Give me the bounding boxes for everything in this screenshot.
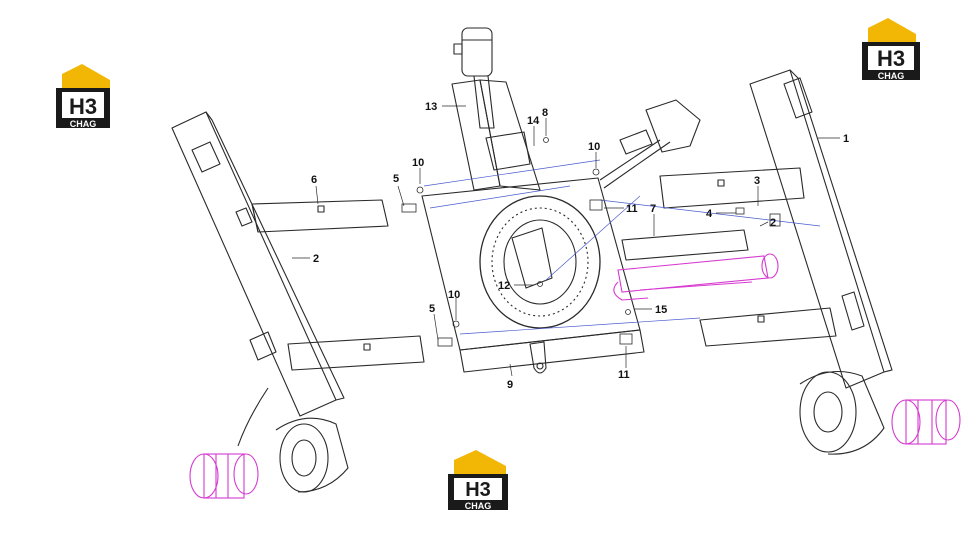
logo-left-caption: CHAG [70,119,97,129]
callout-6: 6 [311,174,319,205]
callout-12: 12 [498,280,534,292]
svg-text:5: 5 [429,303,435,315]
logo-bottom-mark: H3 [465,479,491,501]
svg-text:6: 6 [311,174,317,186]
logo-bottom: H3 CHAG [448,450,508,511]
right-drive-motor [891,399,961,445]
svg-text:10: 10 [412,157,424,169]
tube-part-7 [621,229,749,261]
callout-10-a: 10 [412,157,424,184]
svg-text:12: 12 [498,280,510,292]
svg-text:1: 1 [843,133,849,145]
logo-bottom-caption: CHAG [465,501,492,511]
svg-text:4: 4 [706,208,713,220]
svg-text:11: 11 [618,369,630,381]
callout-10-c: 10 [448,289,460,320]
callout-1: 1 [818,133,849,145]
svg-text:10: 10 [588,141,600,153]
left-wheel-hub [279,423,329,493]
cylinder [461,27,493,77]
callout-7: 7 [650,203,656,236]
callout-8: 8 [542,107,548,136]
callout-5-lower: 5 [429,303,439,341]
svg-text:5: 5 [393,173,399,185]
svg-text:8: 8 [542,107,548,119]
slewing-ring [479,195,601,329]
logo-right-caption: CHAG [878,71,905,81]
callout-2-right: 2 [759,217,776,229]
svg-text:13: 13 [425,101,437,113]
right-side-frame [749,69,885,389]
upper-left-tube [251,199,389,233]
svg-text:2: 2 [313,253,319,265]
svg-text:11: 11 [626,203,638,215]
upper-right-tube [659,167,805,209]
callout-5-upper: 5 [393,173,405,207]
left-drive-motor [189,453,259,499]
lower-left-tube [287,335,425,371]
callout-2-left: 2 [292,253,319,265]
callout-3: 3 [754,175,760,206]
callouts: 1 2 2 3 4 5 5 6 7 8 9 10 10 10 11 11 12 … [292,101,849,391]
frame-line-art [171,27,893,493]
leader-lines [423,159,821,335]
svg-text:10: 10 [448,289,460,301]
callout-13: 13 [425,101,466,113]
callout-9: 9 [507,363,513,391]
logo-left: H3 CHAG [56,64,110,129]
lower-right-tube [699,307,837,347]
svg-text:7: 7 [650,203,656,215]
fasteners [401,137,781,347]
svg-text:9: 9 [507,379,513,391]
logo-left-mark: H3 [69,94,97,119]
svg-text:2: 2 [770,217,776,229]
svg-text:15: 15 [655,304,667,316]
callout-11-upper: 11 [604,203,638,215]
svg-text:14: 14 [527,115,540,127]
left-side-frame [171,111,337,417]
callout-14: 14 [527,115,540,146]
callout-10-b: 10 [588,141,600,168]
right-wheel-hub [799,371,857,453]
callout-15: 15 [634,304,667,316]
hydraulic-parts [189,253,961,499]
logo-right-mark: H3 [877,46,905,71]
svg-text:3: 3 [754,175,760,187]
logo-right: H3 CHAG [862,18,920,81]
callout-4: 4 [706,208,736,220]
callout-11-lower: 11 [618,346,630,381]
control-valve [619,129,653,155]
